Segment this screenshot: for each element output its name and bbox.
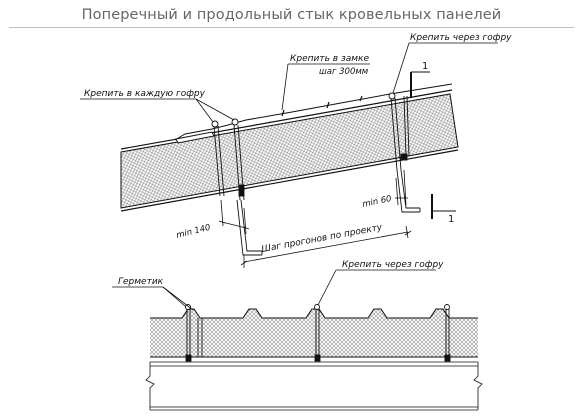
min-140-label: min 140: [175, 223, 211, 241]
section-mark-top-label: 1: [422, 61, 428, 72]
through-corrugation-bottom-label: Крепить через гофру: [342, 260, 444, 270]
each-corrugation-label: Крепить в каждую гофру: [84, 89, 206, 99]
sealant-label: Герметик: [118, 277, 164, 287]
bottom-screws: [185, 304, 451, 362]
fix-in-lock-label: Крепить в замке: [290, 54, 369, 64]
lock-fastener-marks: [281, 95, 363, 117]
leader-lock: [281, 63, 370, 111]
leader-through-corrugation-top: [392, 42, 498, 94]
screws: [211, 92, 410, 201]
dimension-purlin-step: [240, 225, 412, 268]
leader-sealant: [112, 286, 194, 311]
step-300-label: шаг 300мм: [319, 67, 369, 77]
purlin-step-label: Шаг прогонов по проекту: [261, 223, 384, 255]
dimension-min-140: [218, 199, 250, 235]
leader-through-corrugation-bottom: [317, 269, 436, 306]
break-mark-right: [473, 362, 483, 410]
purlins: [236, 169, 421, 256]
top-panel-section: [120, 83, 459, 212]
break-mark-left: [145, 362, 155, 410]
top-panel-corrugation: [174, 83, 453, 141]
min-60-label: min 60: [362, 194, 393, 210]
dimension-min-60: [395, 169, 408, 206]
leader-each-corrugation: [80, 98, 235, 123]
section-mark-top: [410, 71, 430, 98]
section-mark-bottom-label: 1: [448, 214, 454, 225]
bottom-panel-insulation: [150, 309, 478, 357]
top-panel-insulation: [120, 93, 459, 209]
page-title: Поперечный и продольный стык кровельных …: [9, 3, 574, 28]
through-corrugation-top-label: Крепить через гофру: [410, 33, 512, 43]
section-mark-bottom: [431, 194, 456, 219]
bottom-panel-section: [145, 304, 483, 411]
overlap-plate: [175, 131, 215, 144]
